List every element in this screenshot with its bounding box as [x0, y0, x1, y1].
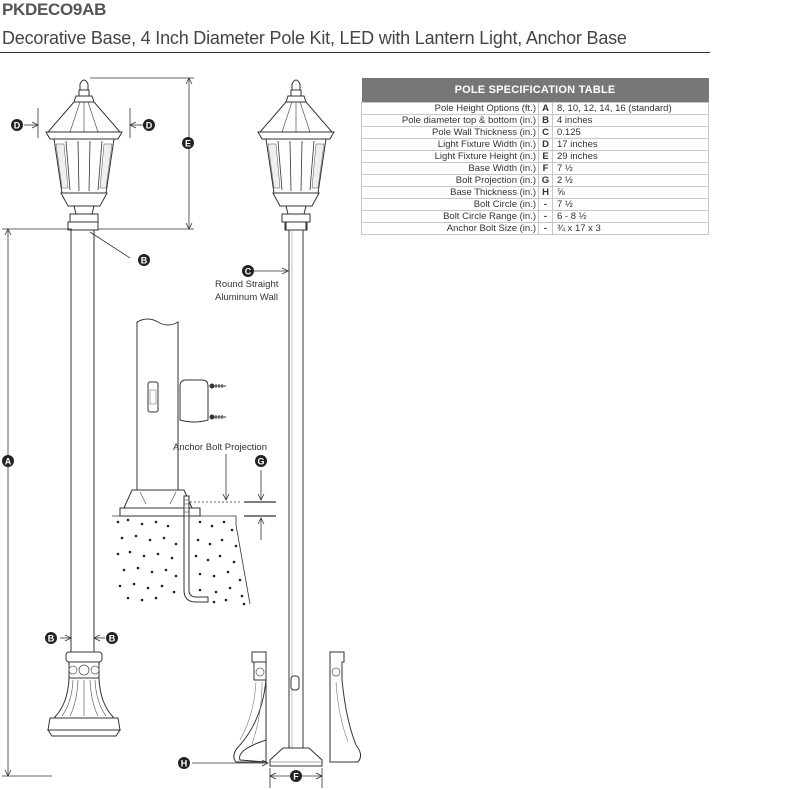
- spec-value: 7 ½: [552, 162, 709, 175]
- svg-text:D: D: [14, 121, 21, 131]
- callout-f: F: [290, 770, 302, 782]
- svg-text:B: B: [48, 634, 55, 644]
- spec-code: D: [538, 138, 553, 151]
- spec-code: E: [538, 150, 553, 163]
- svg-text:C: C: [245, 267, 252, 277]
- svg-text:F: F: [293, 772, 299, 782]
- spec-name: Light Fixture Height (in.): [361, 150, 539, 163]
- anchor-projection-label: Anchor Bolt Projection: [173, 442, 267, 453]
- spec-code: F: [538, 162, 553, 175]
- spec-value: 2 ½: [552, 174, 709, 187]
- spec-name: Base Thickness (in.): [361, 186, 539, 199]
- callout-g: G: [255, 455, 267, 467]
- product-description: Decorative Base, 4 Inch Diameter Pole Ki…: [2, 28, 627, 48]
- spec-name: Base Width (in.): [361, 162, 539, 175]
- right-pole-assembly: [233, 79, 362, 767]
- spec-name: Pole Wall Thickness (in.): [361, 126, 539, 139]
- header-divider: [0, 52, 710, 53]
- spec-code: -: [538, 222, 553, 235]
- spec-code: C: [538, 126, 553, 139]
- callout-b-bottom-right: B: [106, 632, 118, 644]
- spec-name: Anchor Bolt Size (in.): [361, 222, 539, 235]
- svg-text:B: B: [141, 256, 148, 266]
- callout-h: H: [178, 757, 190, 769]
- spec-value: ⅝: [552, 186, 709, 199]
- left-pole-assembly: [45, 79, 123, 737]
- spec-name: Bolt Circle (in.): [361, 198, 539, 211]
- spec-code: A: [538, 102, 553, 115]
- callout-b-top: B: [138, 254, 150, 266]
- svg-text:H: H: [181, 759, 188, 769]
- spec-code: G: [538, 174, 553, 187]
- wall-label-line1: Round Straight: [215, 279, 279, 290]
- callout-a: A: [2, 455, 14, 467]
- spec-code: -: [538, 210, 553, 223]
- wall-label-line2: Aluminum Wall: [215, 292, 278, 303]
- callout-d-right: D: [143, 119, 155, 131]
- spec-name: Pole Height Options (ft.): [361, 102, 539, 115]
- spec-value: 17 inches: [552, 138, 709, 151]
- spec-name: Bolt Projection (in.): [361, 174, 539, 187]
- pole-specification-table: POLE SPECIFICATION TABLE Pole Height Opt…: [361, 78, 709, 235]
- spec-code: -: [538, 198, 553, 211]
- left-decorative-base: [47, 651, 121, 737]
- svg-text:E: E: [185, 139, 191, 149]
- spec-value: 0.125: [552, 126, 709, 139]
- product-sku: PKDECO9AB: [2, 0, 107, 19]
- spec-table-title: POLE SPECIFICATION TABLE: [361, 78, 709, 103]
- spec-value: ¾ x 17 x 3: [552, 222, 709, 235]
- right-dimension-lines: [192, 267, 323, 788]
- callout-c: C: [242, 265, 254, 277]
- spec-row: Anchor Bolt Size (in.)-¾ x 17 x 3: [361, 222, 709, 235]
- spec-value: 8, 10, 12, 14, 16 (standard): [552, 102, 709, 115]
- svg-text:B: B: [109, 634, 116, 644]
- spec-value: 7 ½: [552, 198, 709, 211]
- spec-value: 4 inches: [552, 114, 709, 127]
- svg-text:G: G: [257, 457, 264, 467]
- dimension-lines: [2, 77, 194, 777]
- svg-text:A: A: [5, 457, 12, 467]
- spec-row: Bolt Circle (in.)-7 ½: [361, 198, 709, 211]
- spec-row: Bolt Circle Range (in.)-6 - 8 ½: [361, 210, 709, 223]
- spec-code: B: [538, 114, 553, 127]
- anchor-detail: [112, 318, 276, 606]
- spec-code: H: [538, 186, 553, 199]
- spec-name: Pole diameter top & bottom (in.): [361, 114, 539, 127]
- gravel-dots: [116, 518, 246, 606]
- svg-text:D: D: [146, 121, 153, 131]
- spec-value: 6 - 8 ½: [552, 210, 709, 223]
- callout-d-left: D: [11, 119, 23, 131]
- spec-value: 29 inches: [552, 150, 709, 163]
- spec-name: Light Fixture Width (in.): [361, 138, 539, 151]
- callout-e: E: [182, 137, 194, 149]
- callout-b-bottom-left: B: [45, 632, 57, 644]
- spec-name: Bolt Circle Range (in.): [361, 210, 539, 223]
